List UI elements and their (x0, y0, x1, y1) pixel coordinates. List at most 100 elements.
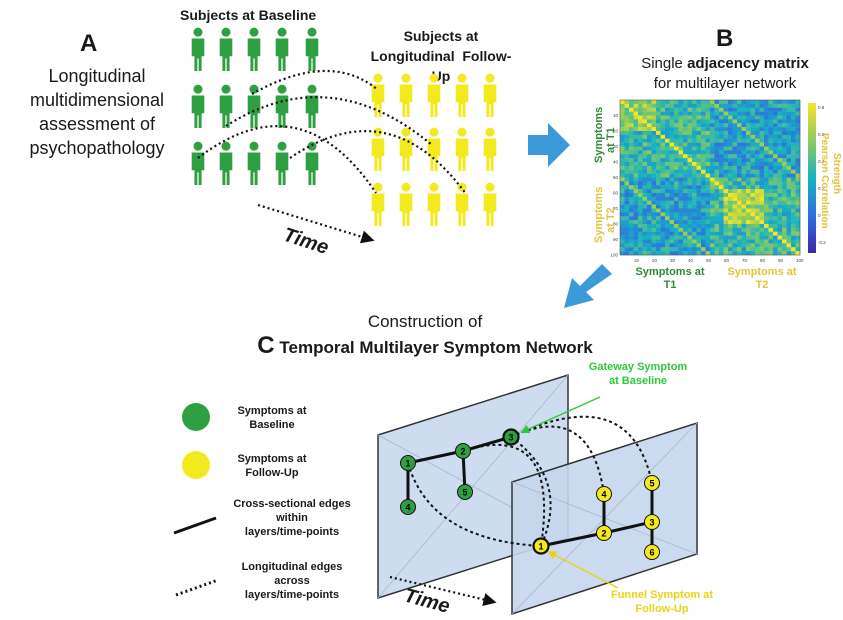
matrix-cell (737, 150, 742, 155)
matrix-cell (723, 235, 729, 240)
matrix-cell (620, 220, 625, 225)
matrix-cell (651, 119, 657, 124)
matrix-cell (737, 127, 742, 132)
matrix-cell (764, 235, 769, 240)
matrix-cell (651, 208, 657, 213)
matrix-cell (687, 146, 693, 151)
legend-baseline-line-1: Symptoms at (237, 405, 307, 417)
matrix-cell (786, 146, 792, 151)
matrix-cell (696, 146, 702, 151)
matrix-cell (692, 204, 697, 209)
matrix-cell (759, 193, 765, 198)
matrix-cell (687, 243, 693, 248)
matrix-cell (638, 142, 643, 147)
matrix-cell (642, 227, 648, 232)
matrix-cell (777, 247, 783, 252)
matrix-cell (692, 154, 697, 159)
matrix-cell (701, 162, 706, 167)
matrix-cell (651, 204, 657, 209)
matrix-cell (692, 177, 697, 182)
matrix-cell (674, 115, 679, 120)
matrix-cell (701, 235, 706, 240)
matrix-cell (633, 204, 639, 209)
matrix-cell (651, 134, 657, 139)
matrix-cell (719, 150, 724, 155)
matrix-cell (782, 231, 787, 236)
baseline-node-4: 4 (400, 499, 416, 515)
matrix-cell (737, 208, 742, 213)
matrix-cell (741, 193, 747, 198)
matrix-cell (773, 247, 778, 252)
matrix-cell (759, 231, 765, 236)
matrix-cell (710, 243, 715, 248)
matrix-cell (782, 150, 787, 155)
matrix-cell (710, 169, 715, 174)
matrix-cell (651, 103, 657, 108)
matrix-cell (750, 115, 756, 120)
matrix-cell (638, 162, 643, 167)
matrix-cell (791, 196, 796, 201)
matrix-cell (705, 103, 711, 108)
matrix-cell (638, 216, 643, 221)
matrix-cell (638, 154, 643, 159)
legend-cross-sectional-label: Cross-sectional edges within layers/time… (222, 497, 362, 539)
matrix-cell (714, 154, 720, 159)
matrix-cell (624, 239, 630, 244)
matrix-cell (642, 224, 648, 229)
matrix-cell (651, 224, 657, 229)
matrix-cell (755, 123, 760, 128)
matrix-cell (791, 154, 796, 159)
matrix-cell (764, 189, 769, 194)
baseline-node-5: 5 (457, 484, 473, 500)
matrix-cell (786, 165, 792, 170)
matrix-cell (660, 251, 666, 256)
matrix-cell (750, 169, 756, 174)
matrix-cell (746, 247, 751, 252)
matrix-cell (701, 189, 706, 194)
matrix-cell (696, 193, 702, 198)
matrix-cell (710, 239, 715, 244)
matrix-cell (764, 208, 769, 213)
matrix-cell (669, 196, 675, 201)
matrix-cell (705, 177, 711, 182)
matrix-cell (777, 239, 783, 244)
matrix-cell (755, 150, 760, 155)
matrix-cell (701, 165, 706, 170)
matrix-cell (633, 247, 639, 252)
matrix-cell (710, 231, 715, 236)
matrix-cell (669, 150, 675, 155)
matrix-cell (741, 200, 747, 205)
matrix-cell (620, 251, 625, 256)
matrix-cell (723, 227, 729, 232)
matrix-cell (665, 224, 670, 229)
matrix-cell (714, 227, 720, 232)
matrix-cell (660, 162, 666, 167)
matrix-cell (773, 146, 778, 151)
matrix-cell (777, 115, 783, 120)
matrix-cell (791, 177, 796, 182)
matrix-cell (692, 220, 697, 225)
matrix-cell (651, 165, 657, 170)
matrix-cell (665, 107, 670, 112)
matrix-cell (719, 231, 724, 236)
matrix-cell (647, 169, 652, 174)
matrix-cell (719, 146, 724, 151)
matrix-cell (786, 103, 792, 108)
matrix-cell (701, 127, 706, 132)
matrix-cell (647, 111, 652, 116)
matrix-cell (786, 158, 792, 163)
matrix-cell (638, 165, 643, 170)
matrix-cell (723, 208, 729, 213)
row-label-t1-line-2: at T1 (605, 127, 617, 153)
matrix-cell (651, 131, 657, 136)
matrix-cell (719, 169, 724, 174)
matrix-cell (741, 247, 747, 252)
matrix-cell (642, 189, 648, 194)
matrix-cell (755, 107, 760, 112)
matrix-cell (660, 154, 666, 159)
matrix-cell (786, 111, 792, 116)
matrix-cell (764, 131, 769, 136)
matrix-cell (624, 169, 630, 174)
matrix-cell (777, 154, 783, 159)
